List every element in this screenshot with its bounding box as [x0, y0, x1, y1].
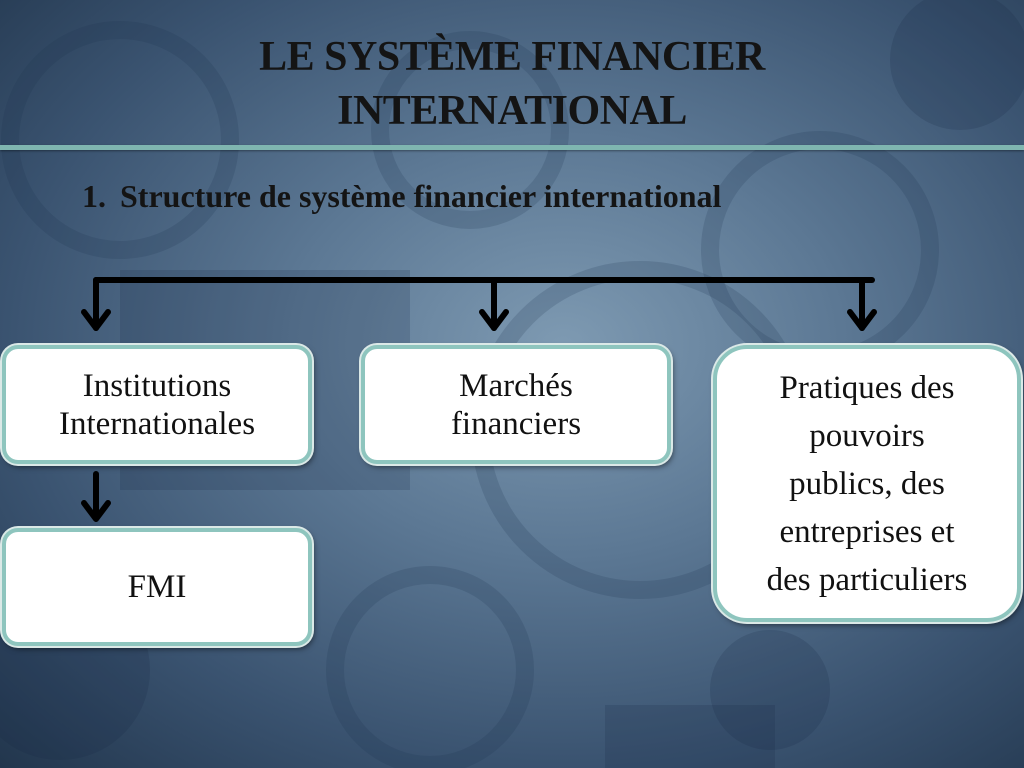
node-marches-financiers: Marchés financiers: [361, 345, 671, 464]
slide-title-line-2: INTERNATIONAL: [337, 88, 687, 134]
node-institutions-line-2: Internationales: [58, 405, 256, 442]
section-number: 1.: [82, 178, 106, 214]
node-pratiques-line-3: publics, des: [789, 465, 945, 502]
node-pratiques-line-5: des particuliers: [766, 561, 968, 598]
node-pratiques-line-4: entreprises et: [779, 513, 955, 550]
section-heading-text: Structure de système financier internati…: [120, 178, 722, 214]
section-heading: 1. Structure de système financier interna…: [82, 178, 721, 215]
slide-title: LE SYSTÈME FINANCIER INTERNATIONAL: [0, 30, 1024, 138]
node-marches-line-2: financiers: [450, 405, 582, 442]
node-pratiques: Pratiques des pouvoirs publics, des entr…: [713, 345, 1021, 622]
node-fmi-label: FMI: [127, 569, 187, 605]
node-pratiques-line-2: pouvoirs: [809, 417, 925, 454]
arrowhead-to-institutions: [81, 309, 111, 331]
node-pratiques-line-1: Pratiques des: [779, 369, 955, 406]
arrowhead-to-pratiques: [847, 309, 877, 331]
arrowhead-to-fmi: [81, 500, 111, 522]
title-divider: [0, 145, 1024, 150]
node-institutions-internationales: Institutions Internationales: [2, 345, 312, 464]
node-institutions-line-1: Institutions: [82, 367, 232, 404]
node-marches-line-1: Marchés: [459, 367, 573, 404]
slide-title-line-1: LE SYSTÈME FINANCIER: [259, 34, 765, 80]
node-fmi: FMI: [2, 528, 312, 646]
arrowhead-to-marches: [479, 309, 509, 331]
